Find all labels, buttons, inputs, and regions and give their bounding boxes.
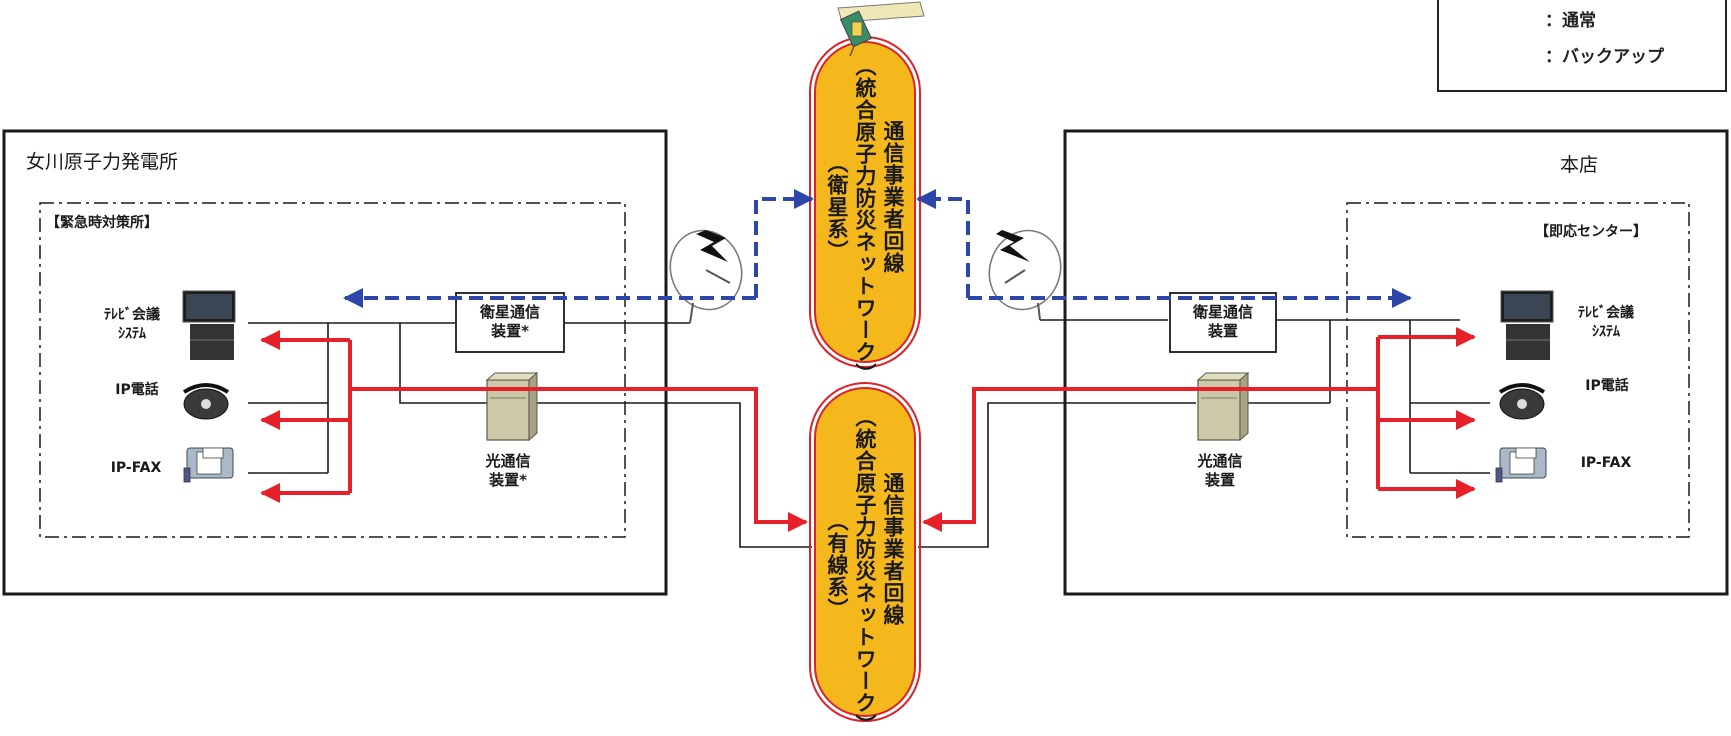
left-satellite-device-line2: 装置* <box>491 322 529 340</box>
normal-routes-left <box>260 330 808 532</box>
wired-network-line3: （有線系） <box>825 510 849 620</box>
left-tv-conference-icon <box>182 290 236 360</box>
satellite-network-line2: （統合原子力防災ネットワーク） <box>853 55 877 385</box>
left-tv-label-line1: ﾃﾚﾋﾞ会議 <box>104 307 160 323</box>
right-optical-device-line1: 光通信 <box>1197 452 1243 470</box>
right-lightning-icon <box>996 230 1030 262</box>
left-satellite-dish-icon <box>669 229 743 324</box>
backup-routes <box>343 189 1412 308</box>
left-optical-device-icon <box>485 371 539 442</box>
wired-network-line1: 通信事業者回線 <box>881 472 905 626</box>
right-satellite-device-line2: 装置 <box>1207 322 1238 340</box>
right-subarea-box <box>1346 202 1690 538</box>
right-optical-device-icon <box>1196 371 1250 442</box>
left-ip-phone-label: IP電話 <box>115 382 159 398</box>
normal-routes-right <box>922 327 1476 532</box>
wired-network-pill <box>809 382 921 722</box>
right-satellite-device-label: 衛星通信 装置 <box>1170 303 1276 341</box>
left-satellite-device-line1: 衛星通信 <box>479 303 540 321</box>
left-site-box <box>2 129 668 596</box>
right-wiring <box>918 319 1490 548</box>
right-site-box <box>1063 129 1729 596</box>
right-ip-fax-label: IP-FAX <box>1580 455 1632 471</box>
left-optical-device-line1: 光通信 <box>485 452 531 470</box>
right-site-title: 本店 <box>1560 154 1599 176</box>
satellite-icon <box>837 1 925 57</box>
left-satellite-device-box <box>455 292 565 353</box>
left-optical-device-line2: 装置* <box>489 471 527 489</box>
left-subarea-title: 【緊急時対策所】 <box>46 215 158 231</box>
left-satellite-device-label: 衛星通信 装置* <box>456 303 564 341</box>
left-optical-device-label: 光通信 装置* <box>458 452 558 490</box>
right-fax-icon <box>1495 447 1547 483</box>
right-ip-phone-label: IP電話 <box>1585 378 1629 394</box>
right-optical-device-line2: 装置 <box>1204 471 1235 489</box>
left-tv-label: ﾃﾚﾋﾞ会議 ｼｽﾃﾑ <box>92 306 172 344</box>
left-fax-icon <box>183 447 234 483</box>
legend-box <box>1437 0 1727 92</box>
satellite-network-line3: （衛星系） <box>825 152 849 262</box>
right-ip-phone-icon <box>1498 383 1546 420</box>
right-tv-label-line1: ﾃﾚﾋﾞ会議 <box>1578 305 1634 321</box>
legend-backup-label: ：バックアップ <box>1545 47 1664 67</box>
right-tv-label: ﾃﾚﾋﾞ会議 ｼｽﾃﾑ <box>1566 304 1646 342</box>
right-satellite-device-box <box>1169 292 1277 353</box>
left-site-title: 女川原子力発電所 <box>26 151 179 173</box>
right-satellite-dish-icon <box>988 229 1062 321</box>
right-optical-device-label: 光通信 装置 <box>1170 452 1270 490</box>
right-satellite-device-line1: 衛星通信 <box>1192 303 1253 321</box>
left-wiring <box>248 322 812 548</box>
satellite-network-line1: 通信事業者回線 <box>881 120 905 274</box>
left-lightning-icon <box>696 230 728 262</box>
left-ip-fax-label: IP-FAX <box>110 460 162 476</box>
left-tv-label-line2: ｼｽﾃﾑ <box>118 326 146 342</box>
legend-normal-label: ：通常 <box>1545 11 1596 31</box>
right-tv-conference-icon <box>1500 290 1554 360</box>
wired-network-line2: （統合原子力防災ネットワーク） <box>853 406 877 736</box>
left-ip-phone-icon <box>182 383 230 420</box>
right-subarea-title: 【即応センター】 <box>1535 224 1647 240</box>
right-tv-label-line2: ｼｽﾃﾑ <box>1592 324 1620 340</box>
